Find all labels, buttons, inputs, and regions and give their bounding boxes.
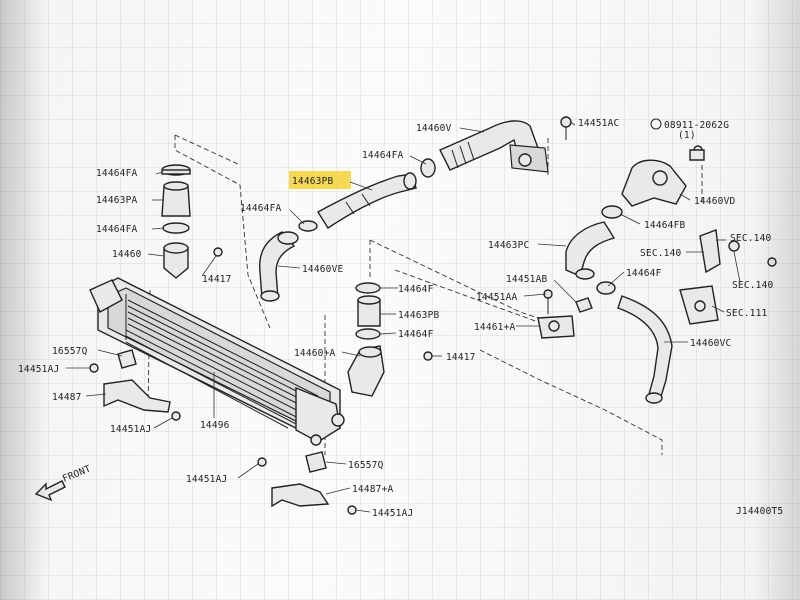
bolt-circle-marker [650, 118, 662, 130]
pipe-14460VD [601, 145, 705, 219]
pipe-14460V [439, 116, 572, 173]
label-14417-left: 14417 [202, 274, 232, 285]
front-arrow: FRONT [34, 463, 93, 502]
label-14460VD: 14460VD [694, 196, 736, 207]
intercooler-14496 [89, 277, 345, 446]
label-bolt-number: 08911-2062G [664, 120, 729, 131]
label-14464FA-mid: 14464FA [240, 203, 282, 214]
label-14463PC: 14463PC [488, 240, 529, 251]
label-14496: 14496 [200, 420, 230, 431]
label-14464FA-left-1: 14464FA [96, 168, 138, 179]
hose-14460VE [259, 220, 318, 302]
center-hose-stack [347, 282, 433, 397]
label-14451AJ-bottom: 14451AJ [186, 474, 227, 485]
label-16557Q-bottom: 16557Q [348, 460, 384, 471]
hose-14463PC [565, 221, 616, 280]
hose-14463PB [317, 158, 436, 229]
left-hose-stack [161, 164, 223, 279]
intercooler-fins [125, 294, 319, 429]
label-14460VE: 14460VE [302, 264, 344, 275]
label-14460V: 14460V [416, 123, 452, 134]
valve-14461A [537, 289, 593, 339]
label-14464FA-left-2: 14464FA [96, 224, 138, 235]
label-14451AJ-left: 14451AJ [18, 364, 59, 375]
label-14464FB: 14464FB [644, 220, 686, 231]
front-label: FRONT [61, 463, 93, 484]
dashed-lines [147, 134, 703, 455]
label-14451AC: 14451AC [578, 118, 619, 129]
label-14464F-center: 14464F [398, 284, 434, 295]
part-labels: 14460V 14451AC 08911-2062G (1) 14464FA 1… [18, 118, 783, 519]
label-14451AJ-left-2: 14451AJ [110, 424, 151, 435]
label-SEC111: SEC.111 [726, 308, 768, 319]
label-14487: 14487 [52, 392, 82, 403]
label-14460VC: 14460VC [690, 338, 731, 349]
label-14463PA: 14463PA [96, 195, 138, 206]
label-14487A: 14487+A [352, 484, 394, 495]
label-SEC140-a: SEC.140 [730, 233, 772, 244]
label-SEC140-b: SEC.140 [640, 248, 682, 259]
label-14451AJ-bottom-2: 14451AJ [372, 508, 413, 519]
label-16557Q-left: 16557Q [52, 346, 88, 357]
label-14417-center: 14417 [446, 352, 476, 363]
label-14464F-center-2: 14464F [398, 329, 434, 340]
label-bolt-qty: (1) [678, 130, 696, 141]
label-14460A: 14460+A [294, 348, 336, 359]
highlight-marker [289, 171, 351, 189]
label-SEC140-c: SEC.140 [732, 280, 774, 291]
label-14451AA: 14451AA [476, 292, 518, 303]
label-14464F-right: 14464F [626, 268, 662, 279]
sec140-bracket [679, 229, 777, 325]
label-14451AB: 14451AB [506, 274, 548, 285]
diagram-id-code: J14400T5 [736, 506, 783, 517]
brackets [89, 349, 357, 515]
label-14463PB-top: 14463PB [292, 176, 334, 187]
label-14460: 14460 [112, 249, 142, 260]
label-14461A: 14461+A [474, 322, 516, 333]
leader-lines [66, 121, 741, 513]
pipe-14460VC [596, 281, 673, 404]
label-14464FA-top: 14464FA [362, 150, 404, 161]
label-14463PB-center: 14463PB [398, 310, 440, 321]
